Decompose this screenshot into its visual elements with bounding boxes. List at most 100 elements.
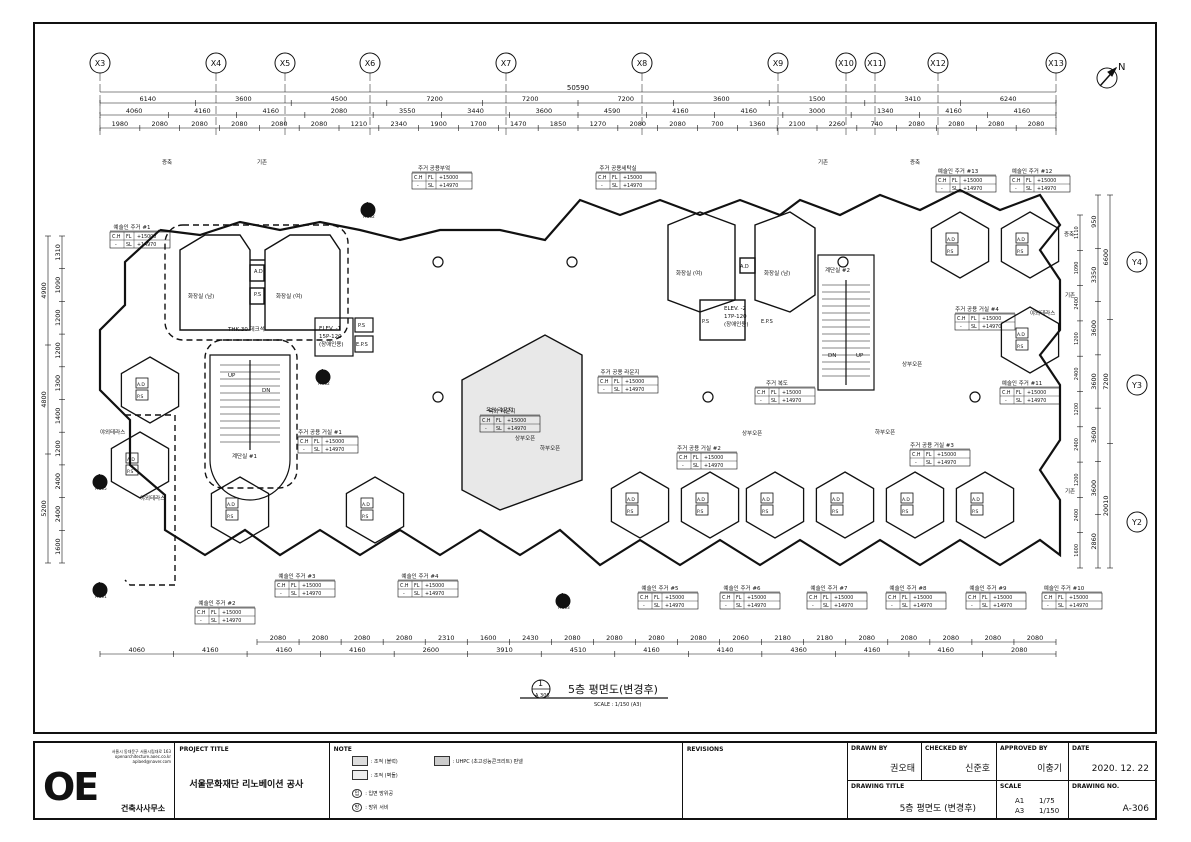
- office-name: 건축사사무소: [121, 804, 166, 813]
- checked-by-cell: CHECKED BY 신준호: [922, 743, 998, 781]
- tag-slv: +14970: [623, 183, 642, 189]
- tag-fl: FL: [612, 175, 618, 181]
- unit-ad-label: A.D: [227, 502, 235, 508]
- tag-dash: -: [601, 184, 603, 189]
- unit-ps-label: P.S: [227, 514, 233, 520]
- tag-fl: FL: [496, 418, 502, 424]
- row3-dim: 740: [871, 120, 883, 128]
- tag-flv: +15000: [665, 595, 684, 601]
- tag-slv: +14970: [993, 603, 1012, 609]
- unit-ad-box: [1015, 327, 1029, 339]
- tag-room-name: 예술인 주거 #8: [890, 584, 927, 592]
- rightinner-dim: 2400: [1074, 367, 1080, 380]
- section-num-4: 1: [98, 582, 101, 588]
- tag-sl: SL: [771, 398, 777, 404]
- unit-ps-box: [625, 504, 639, 516]
- unit-ad-label: A.D: [627, 497, 635, 503]
- tag-sl: SL: [1058, 603, 1064, 609]
- tag-dash: -: [941, 187, 943, 192]
- enlarged-area-boundary-3: [124, 414, 176, 586]
- tag-flv: +15000: [747, 595, 766, 601]
- unit-hex: [1000, 211, 1060, 279]
- tag-room-name: 예술인 주거 #9: [970, 584, 1007, 592]
- left-dim: 1310: [54, 244, 62, 261]
- unit-ps-label: P.S: [362, 514, 368, 520]
- overall-dim: 50590: [567, 84, 589, 92]
- row1-dim: 3410: [904, 95, 921, 103]
- bottom2-dim: 4510: [570, 646, 587, 654]
- section-num-1: 1: [366, 202, 369, 208]
- tag-ch: C.H: [640, 595, 649, 601]
- tag-room-name: 주거 공용 거실 #1: [298, 428, 342, 436]
- checked-by-label: CHECKED BY: [925, 745, 968, 752]
- tag-slv: +14970: [982, 324, 1001, 330]
- unit-ps-label: P.S: [627, 509, 633, 515]
- tag-room-name: 주거 공용 거실 #4: [955, 305, 999, 313]
- row1-dim: 6240: [1000, 95, 1017, 103]
- unit-ad-box: [135, 377, 149, 389]
- tag-slv: +14970: [507, 426, 526, 432]
- existing-label-left: 기존: [257, 158, 267, 166]
- unit-ps-box: [760, 504, 774, 516]
- right-dim: 2860: [1090, 533, 1098, 550]
- void-label-1: 상부오픈: [515, 434, 535, 442]
- tag-dash: -: [725, 604, 727, 609]
- unit-ad-label: A.D: [947, 237, 955, 243]
- tag-fl: FL: [211, 610, 217, 616]
- tag-fl: FL: [291, 583, 297, 589]
- section-ref-702: A 702: [318, 381, 330, 386]
- row2-dim: 3550: [399, 107, 416, 115]
- note-mark-1: 입: [351, 789, 363, 798]
- row1-dim: 1500: [809, 95, 826, 103]
- tag-flv: +15000: [1027, 390, 1046, 396]
- row3-dim: 1210: [351, 120, 368, 128]
- room-labels: 화장실 (남) 화장실 (여) A.D P.S THK.30 데크석 ELEV.…: [100, 158, 1075, 502]
- unit-ps-box: [1015, 339, 1029, 351]
- drawing-sheet-ref: A 306: [535, 693, 550, 699]
- elev1-label: ELEV. -1: [319, 326, 341, 332]
- bottom1-dim: 2080: [690, 634, 707, 642]
- tag-room-name: 주거 공용 거실 #2: [677, 444, 721, 452]
- approved-by: 이충기: [1037, 764, 1063, 774]
- tag-slv: +14970: [834, 603, 853, 609]
- section-ref-901: A 901: [95, 594, 107, 599]
- tag-dash: -: [200, 619, 202, 624]
- unit-ps-label: P.S: [697, 509, 703, 515]
- tag-room-name: 예술인 주거 #1: [114, 223, 151, 231]
- left-dim: 2400: [54, 473, 62, 490]
- drawing-no: A-306: [1122, 804, 1150, 814]
- room-label-wc-f2: 화장실 (여): [676, 269, 702, 277]
- tag-room-name: 예술인 주거 #7: [811, 584, 848, 592]
- tag-dash: -: [403, 592, 405, 597]
- bottom2-dim: 4140: [717, 646, 734, 654]
- right-dim: 3600: [1090, 373, 1098, 390]
- north-arrow-icon: N: [1096, 62, 1125, 89]
- approval-grid: DRAWN BY 권오태 CHECKED BY 신준호 APPROVED BY …: [848, 743, 1156, 820]
- stair-2: [817, 254, 875, 391]
- tag-slv: +14970: [937, 460, 956, 466]
- row2-dim: 3600: [536, 107, 553, 115]
- unit-ps-label: P.S: [902, 509, 908, 515]
- unit-hex: [955, 471, 1015, 539]
- rightinner-dim: 2400: [1074, 297, 1080, 310]
- tag-room-name: 주거 공용부엌: [418, 164, 450, 172]
- tag-ch: C.H: [482, 418, 491, 424]
- outdoor-lounge: [461, 334, 583, 511]
- rightinner-dim: 1600: [1074, 544, 1080, 557]
- elev2-sub: 17P-120: [724, 314, 747, 320]
- left-dim: 1090: [54, 277, 62, 294]
- office-web: openarchitecture.aoec.co.kr: [114, 754, 171, 759]
- unit-hex: [745, 471, 805, 539]
- unit-ps-label: P.S: [832, 509, 838, 515]
- unit-ad-box: [760, 492, 774, 504]
- approved-by-label: APPROVED BY: [1000, 745, 1048, 752]
- tag-slv: +14970: [1037, 186, 1056, 192]
- unit-ps-box: [360, 509, 374, 521]
